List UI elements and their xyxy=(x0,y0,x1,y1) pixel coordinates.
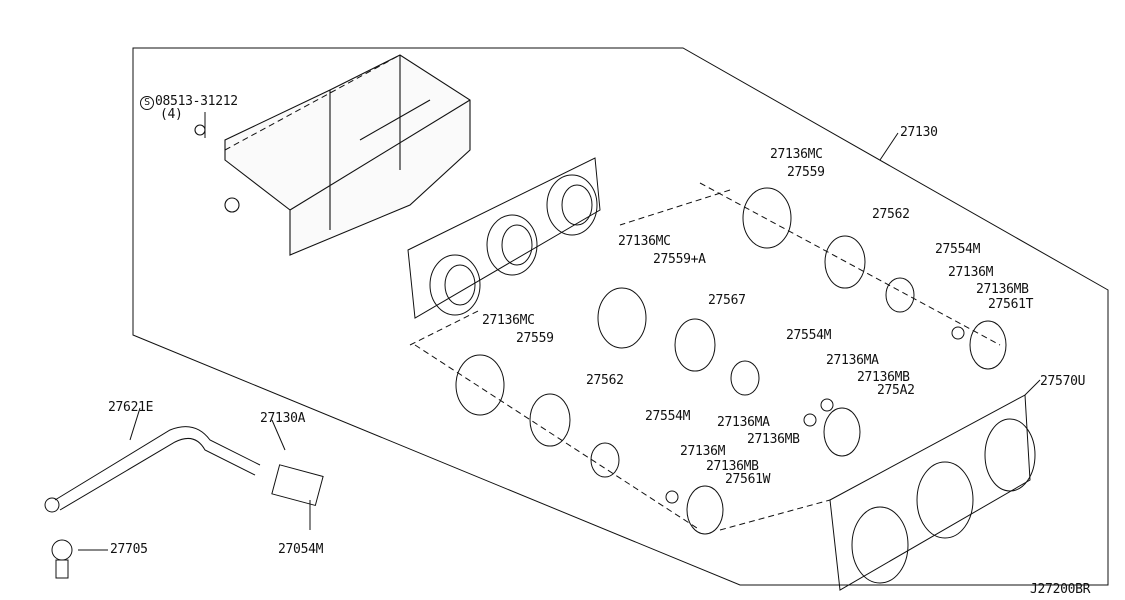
label-27136m-low: 27136M xyxy=(680,444,726,459)
label-27705: 27705 xyxy=(110,542,148,557)
label-27136mb-low: 27136MB xyxy=(706,459,759,474)
label-27136mb-mid1: 27136MB xyxy=(857,370,910,385)
label-27554m-mid: 27554M xyxy=(786,328,832,343)
screw-quantity: (4) xyxy=(160,107,183,122)
label-27136ma-2: 27136MA xyxy=(717,415,770,430)
label-275a2: 275A2 xyxy=(877,383,915,398)
hose-assembly xyxy=(44,426,324,579)
dashed-guides xyxy=(224,54,1001,531)
label-27621e: 27621E xyxy=(108,400,154,415)
label-27559a: 27559+A xyxy=(653,252,706,267)
label-27136mc-mid: 27136MC xyxy=(618,234,671,249)
leader-lines xyxy=(78,112,1041,551)
label-27136mb-top: 27136MB xyxy=(976,282,1029,297)
label-27136mc-top: 27136MC xyxy=(770,147,823,162)
label-27054m: 27054M xyxy=(278,542,324,557)
housing xyxy=(194,54,471,256)
screw-symbol-icon: S xyxy=(140,96,154,110)
label-27570u: 27570U xyxy=(1040,374,1086,389)
screw-part-number: 08513-31212 xyxy=(155,94,238,109)
label-27567: 27567 xyxy=(708,293,746,308)
control-panel xyxy=(407,157,601,319)
label-27136mb-mid2: 27136MB xyxy=(747,432,800,447)
label-27561w: 27561W xyxy=(725,472,771,487)
label-27562-low: 27562 xyxy=(586,373,624,388)
knob-parts xyxy=(455,187,1007,535)
label-27559-top: 27559 xyxy=(787,165,825,180)
label-27561t: 27561T xyxy=(988,297,1034,312)
label-27136mc-low: 27136MC xyxy=(482,313,535,328)
label-27130: 27130 xyxy=(900,125,938,140)
label-27554m-top: 27554M xyxy=(935,242,981,257)
label-27136m-top: 27136M xyxy=(948,265,994,280)
label-27554m-low: 27554M xyxy=(645,409,691,424)
label-27136ma-1: 27136MA xyxy=(826,353,879,368)
label-27130a: 27130A xyxy=(260,411,306,426)
label-27559-low: 27559 xyxy=(516,331,554,346)
finisher-panel xyxy=(829,394,1036,591)
assembly-outline xyxy=(132,47,1109,586)
label-27562-top: 27562 xyxy=(872,207,910,222)
diagram-id: J27200BR xyxy=(1030,582,1091,597)
